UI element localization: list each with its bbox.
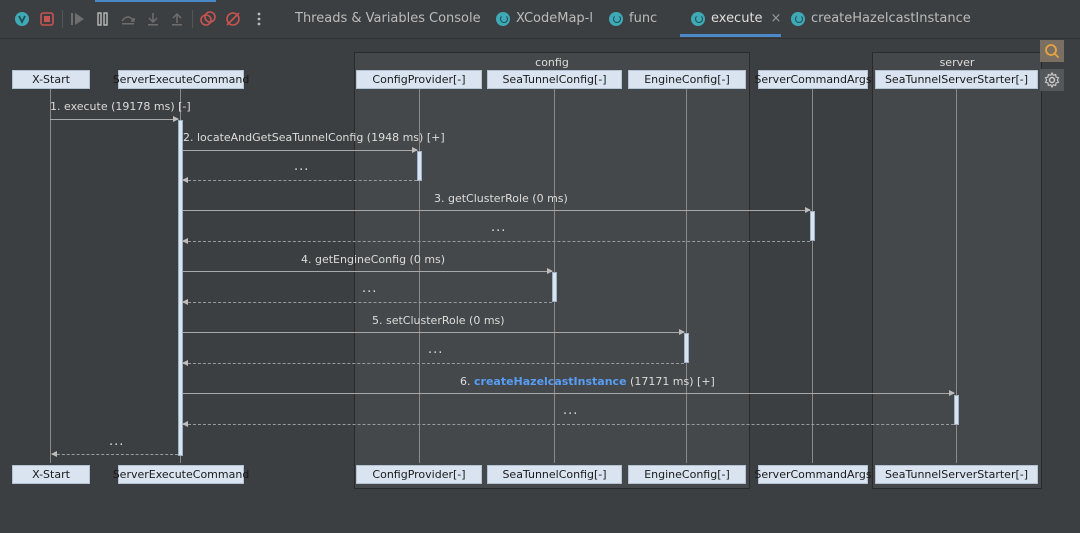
message-label[interactable]: 5. setClusterRole (0 ms) [372,314,505,327]
tab-console[interactable]: Console [429,0,481,37]
settings-icon [1044,72,1060,88]
participant-x-start[interactable]: X-Start [12,70,90,89]
return-label: ... [109,434,125,449]
step-into-icon[interactable] [143,9,163,29]
tab-execute[interactable]: execute × [691,0,781,37]
xcodemap-icon [609,11,623,26]
message-arrow [183,390,955,396]
activation-bar [417,151,422,181]
message-arrow [183,207,811,213]
lifeline-engine-config [686,89,687,463]
participant-engine-config[interactable]: EngineConfig[-] [628,70,746,89]
participant-server-execute-command[interactable]: ServerExecuteCommand [113,465,249,484]
tab-threads-variables[interactable]: Threads & Variables [295,0,425,37]
mute-breakpoints-icon[interactable] [223,9,243,29]
message-arrow [50,116,179,122]
participant-seatunnel-server-starter[interactable]: SeaTunnelServerStarter[-] [875,70,1038,89]
lifeline-config-provider [419,89,420,463]
participant-server-execute-command[interactable]: ServerExecuteCommand [113,70,249,89]
participant-config-provider[interactable]: ConfigProvider[-] [356,465,482,484]
participant-engine-config[interactable]: EngineConfig[-] [628,465,746,484]
activation-bar [684,333,689,363]
pause-icon[interactable] [93,9,113,29]
participant-server-command-args[interactable]: ServerCommandArgs [754,70,872,89]
tab-xcodemap[interactable]: XCodeMap-l [496,0,593,37]
return-arrow [182,360,684,366]
message-label[interactable]: 4. getEngineConfig (0 ms) [301,253,446,266]
xcodemap-icon [691,11,705,26]
message-number: 6. [460,375,474,388]
tab-label: createHazelcastInstance [811,11,971,26]
message-label[interactable]: 1. execute (19178 ms) [-] [50,100,191,113]
return-arrow [182,299,552,305]
group-title: config [535,56,569,69]
view-breakpoints-icon[interactable] [198,9,218,29]
tab-label: func [629,11,658,26]
activation-bar [954,395,959,425]
return-label: ... [362,281,378,296]
toolbar-separator [62,10,63,28]
group-title: server [939,56,975,69]
return-label: ... [491,220,507,235]
rerun-icon[interactable] [12,9,32,29]
participant-seatunnel-config[interactable]: SeaTunnelConfig[-] [487,465,622,484]
stop-icon[interactable] [37,9,57,29]
close-icon[interactable]: × [770,11,782,26]
message-arrow [183,147,418,153]
lifeline-x-start [50,89,51,463]
settings-button[interactable] [1040,69,1064,91]
tab-func[interactable]: func [609,0,657,37]
activation-bar [178,120,183,456]
step-over-icon[interactable] [118,9,138,29]
message-suffix: (17171 ms) [+] [626,375,715,388]
lifeline-server-command-args [812,89,813,463]
xcodemap-icon [791,11,805,26]
xcodemap-icon [496,11,510,26]
return-label: ... [294,159,310,174]
tab-label: execute [711,11,763,26]
toolbar-separator [192,10,193,28]
return-arrow [182,421,954,427]
return-label: ... [428,342,444,357]
activation-bar [810,211,815,241]
tab-label: Threads & Variables [295,11,426,26]
sequence-diagram: config server X-Start ServerExecuteComma… [0,38,1080,533]
debug-toolbar: Threads & Variables Console XCodeMap-l f… [0,0,1080,39]
message-label[interactable]: 6. createHazelcastInstance (17171 ms) [+… [460,375,715,388]
return-label: ... [563,403,579,418]
participant-seatunnel-config[interactable]: SeaTunnelConfig[-] [487,70,622,89]
active-tab-indicator [680,34,781,37]
return-arrow [182,238,810,244]
return-arrow [182,177,417,183]
step-out-icon[interactable] [167,9,187,29]
search-icon [1045,44,1060,59]
search-button[interactable] [1040,40,1064,62]
participant-config-provider[interactable]: ConfigProvider[-] [356,70,482,89]
toolbar-active-indicator [95,0,216,2]
participant-x-start[interactable]: X-Start [12,465,90,484]
message-label[interactable]: 3. getClusterRole (0 ms) [434,192,568,205]
lifeline-seatunnel-server-starter [956,89,957,463]
tab-label: Console [429,11,481,26]
tab-create-hazelcast-instance[interactable]: createHazelcastInstance [791,0,971,37]
message-arrow [183,329,685,335]
message-arrow [183,268,553,274]
create-hazelcast-instance-link[interactable]: createHazelcastInstance [474,375,627,388]
tab-label: XCodeMap-l [516,11,593,26]
participant-seatunnel-server-starter[interactable]: SeaTunnelServerStarter[-] [875,465,1038,484]
activation-bar [552,272,557,302]
resume-icon[interactable] [68,9,88,29]
participant-server-command-args[interactable]: ServerCommandArgs [754,465,872,484]
return-arrow [51,451,178,457]
message-label[interactable]: 2. locateAndGetSeaTunnelConfig (1948 ms)… [183,131,445,144]
more-icon[interactable] [249,9,269,29]
